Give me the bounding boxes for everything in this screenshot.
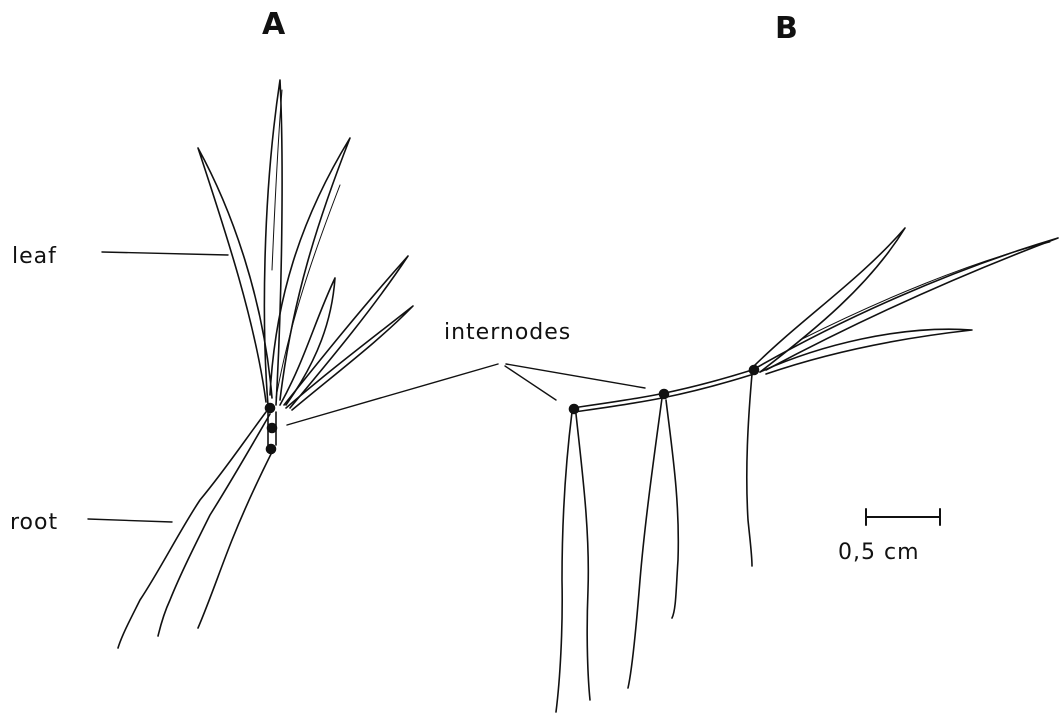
internodes-leader-line [506, 364, 645, 388]
plant-b-leaves [752, 228, 1058, 374]
plant-b-leaf [752, 228, 905, 372]
internodes-label: internodes [444, 322, 571, 344]
plant-b-node [660, 390, 669, 399]
panel-label-b: B [775, 14, 798, 44]
plant-b-leaf [760, 329, 972, 374]
plant-a-leaf [272, 90, 282, 270]
scale-bar [866, 509, 940, 525]
plant-b-root [666, 400, 678, 618]
plant-b-root [747, 374, 752, 566]
panel-label-a: A [262, 10, 285, 40]
plant-a-node [267, 445, 276, 454]
plant-b-roots [556, 374, 752, 712]
plant-b-node [570, 405, 579, 414]
leaf-leader-line [102, 252, 228, 255]
plant-b-root [556, 412, 572, 712]
plant-a-leaves [198, 80, 413, 410]
plant-b-root [576, 414, 590, 700]
plant-b-leaf [756, 238, 1058, 370]
root-leader-line [88, 519, 172, 522]
plant-a-node [268, 424, 277, 433]
plant-a-root [158, 414, 270, 636]
leader-lines [88, 252, 645, 522]
plant-b [556, 228, 1058, 712]
plant-a-root [118, 412, 266, 648]
plant-a-root [198, 452, 272, 628]
leaf-label: leaf [12, 246, 57, 268]
plant-b-root [628, 398, 662, 688]
plant-a-leaf [198, 148, 272, 402]
scale-bar-label: 0,5 cm [838, 542, 920, 564]
root-label: root [10, 512, 58, 534]
plant-a [118, 80, 413, 648]
plant-a-roots [118, 412, 272, 648]
plant-a-node [266, 404, 275, 413]
